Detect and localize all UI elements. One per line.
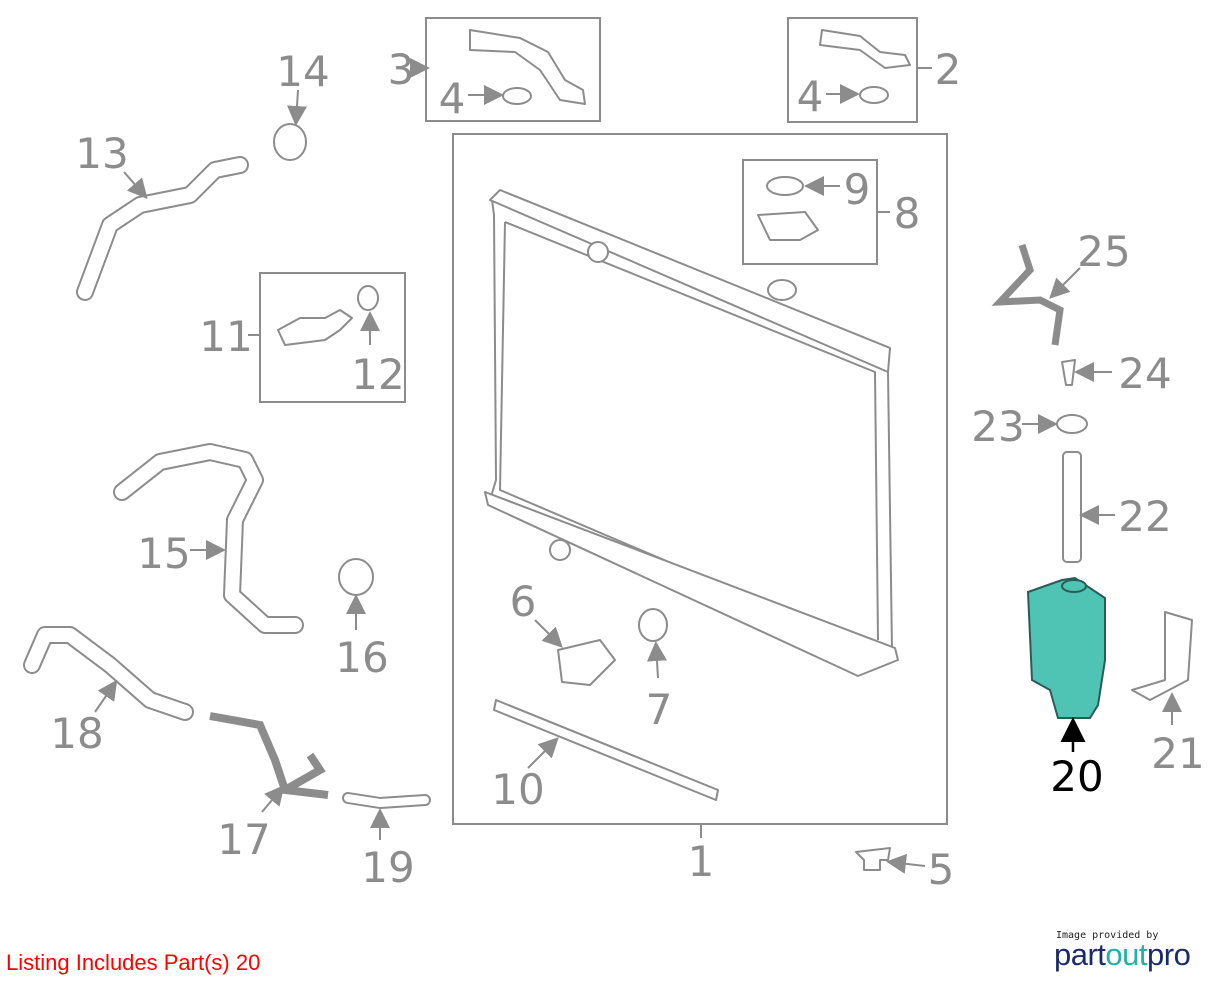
callout-4b: 4 [797,72,824,121]
callout-18: 18 [50,709,103,758]
callout-11: 11 [199,312,252,361]
bracket-3 [469,29,586,105]
image-credit: Image provided by [1056,930,1159,941]
pipe-17 [209,712,329,799]
group-box-11 [259,272,406,403]
callout-2: 2 [935,45,962,94]
callout-13: 13 [75,129,128,178]
clip-24 [1061,359,1076,386]
tube-22 [1062,451,1082,563]
callout-24: 24 [1118,349,1171,398]
callout-7: 7 [646,685,673,734]
grommet-23 [1056,414,1088,434]
callout-1: 1 [688,837,715,886]
grommet-4b [859,86,889,104]
logo-part: part [1054,937,1106,972]
callout-21: 21 [1151,729,1204,778]
logo-pro: pro [1147,937,1191,972]
callout-14: 14 [276,47,329,96]
radiator [484,189,899,677]
callout-12: 12 [351,350,404,399]
callout-10: 10 [491,765,544,814]
hose-13 [76,156,249,301]
callout-3: 3 [388,45,415,94]
bracket-2 [819,29,911,69]
callout-15: 15 [137,529,190,578]
clip-5 [855,847,891,871]
seal-10 [493,699,719,801]
logo-out: out [1105,937,1148,972]
sensor-11 [277,309,353,346]
callout-6: 6 [510,577,537,626]
hose-18 [23,626,194,721]
reserve-tank-20 [1026,576,1106,719]
callout-9: 9 [844,165,871,214]
callout-25: 25 [1077,227,1130,276]
hose-25 [991,243,1064,346]
cap-9 [766,176,804,196]
clamp-14 [273,123,307,161]
washer-7 [638,608,668,642]
clamp-16 [338,558,374,596]
callout-22: 22 [1118,492,1171,541]
hose-15 [113,443,304,634]
callout-19: 19 [361,843,414,892]
group-box-2 [787,17,918,123]
washer-12 [357,285,379,311]
drain-plug-6 [557,639,616,686]
group-box-8 [742,159,878,265]
callout-16: 16 [335,633,388,682]
reserve-tank-cap [1061,579,1087,593]
callout-8: 8 [894,189,921,238]
callout-4a: 4 [439,74,466,123]
callout-17: 17 [217,815,270,864]
callout-20: 20 [1050,752,1103,801]
callout-23: 23 [971,402,1024,451]
listing-note: Listing Includes Part(s) 20 [6,950,261,975]
cap-8 [757,211,819,241]
hose-19 [342,792,431,809]
partoutpro-logo: partoutpro [1054,937,1191,973]
bracket-21 [1131,611,1193,701]
callout-5: 5 [928,845,955,894]
grommet-4a [502,87,532,105]
